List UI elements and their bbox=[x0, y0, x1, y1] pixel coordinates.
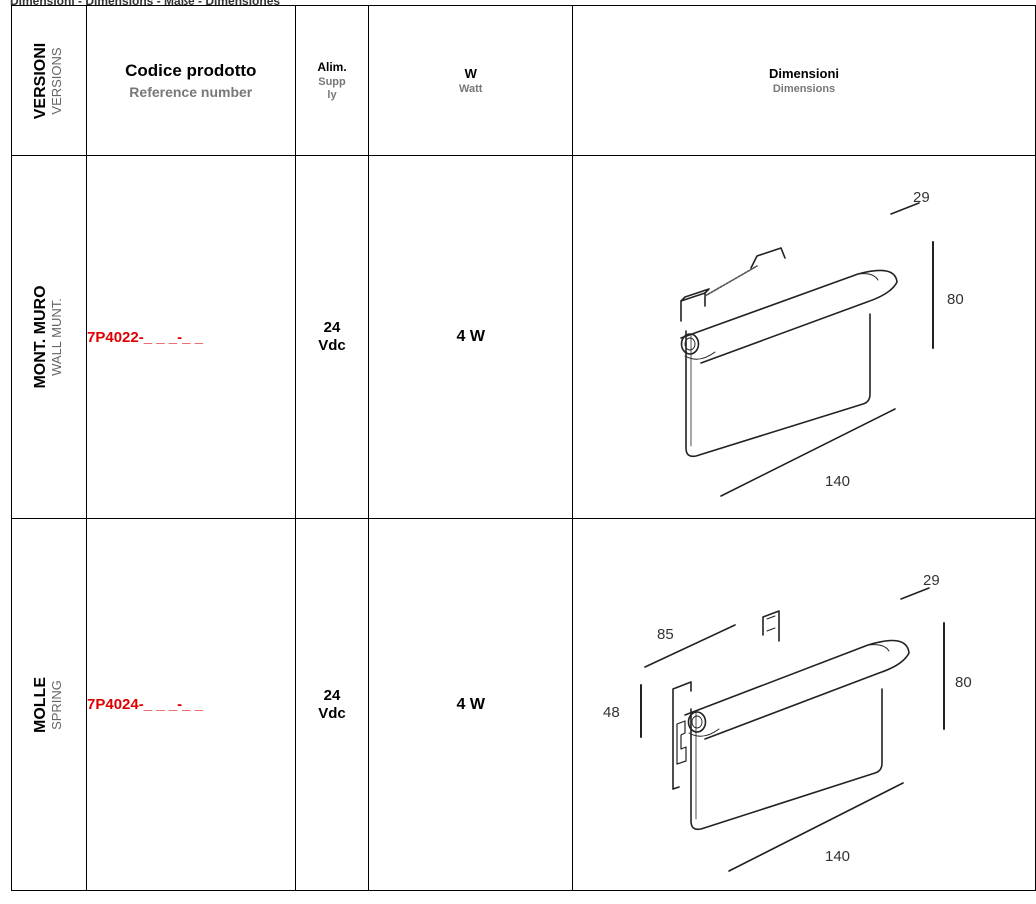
header-watt-en: Watt bbox=[459, 83, 483, 95]
dim-length: 140 bbox=[825, 473, 850, 490]
header-watt-it: W bbox=[464, 66, 477, 81]
dim-depth: 29 bbox=[923, 572, 940, 589]
header-dimensions-en: Dimensions bbox=[772, 83, 836, 95]
product-code: 7P4022-_ _ _-_ _ bbox=[86, 155, 296, 519]
version-en: SPRING bbox=[49, 679, 64, 730]
dim-length: 140 bbox=[825, 848, 850, 865]
header-supply-en: Supply bbox=[318, 75, 346, 101]
header-code-it: Codice prodotto bbox=[125, 61, 257, 80]
version-en: WALL MUNT. bbox=[49, 298, 64, 376]
table-row: MOLLE SPRING 7P4024-_ _ _-_ _ 24 Vdc 4 W bbox=[11, 518, 1036, 891]
dim-depth: 29 bbox=[913, 189, 930, 206]
version-cell: MOLLE SPRING bbox=[11, 518, 87, 891]
dimensions-cell: 29 80 85 48 140 bbox=[571, 518, 1036, 891]
version-cell: MONT. MURO WALL MUNT. bbox=[11, 155, 87, 519]
dimensions-cell: 29 80 140 bbox=[571, 155, 1036, 519]
dim-spring-height: 48 bbox=[603, 704, 620, 721]
header-watt-cell: W Watt bbox=[368, 5, 573, 156]
table-row: MONT. MURO WALL MUNT. 7P4022-_ _ _-_ _ 2… bbox=[11, 155, 1036, 519]
version-it: MOLLE bbox=[32, 676, 49, 733]
header-code-en: Reference number bbox=[129, 84, 253, 100]
product-code: 7P4024-_ _ _-_ _ bbox=[86, 518, 296, 891]
dim-spring-width: 85 bbox=[657, 626, 674, 643]
top-heading: Dimensioni - Dimensions - Maße - Dimensi… bbox=[10, 0, 281, 8]
header-versions-en: VERSIONS bbox=[49, 46, 64, 115]
version-it: MONT. MURO bbox=[32, 285, 49, 389]
dim-height: 80 bbox=[947, 291, 964, 308]
supply-unit: Vdc bbox=[318, 704, 346, 722]
spring-drawing: 29 80 85 48 140 bbox=[603, 572, 972, 872]
supply-value: 24 bbox=[323, 319, 341, 336]
spec-table: VERSIONI VERSIONS Codice prodotto Refere… bbox=[11, 5, 1036, 891]
header-supply-it: Alim. bbox=[317, 59, 347, 74]
watt-value: 4 W bbox=[368, 518, 573, 891]
supply-unit: Vdc bbox=[318, 337, 346, 354]
header-versions-it: VERSIONI bbox=[32, 42, 49, 119]
dim-height: 80 bbox=[955, 674, 972, 691]
supply-cell: 24 Vdc bbox=[294, 518, 370, 891]
header-dimensions-cell: Dimensioni Dimensions bbox=[571, 5, 1036, 156]
header-supply-cell: Alim. Supply bbox=[294, 5, 370, 156]
header-dimensions-it: Dimensioni bbox=[768, 66, 840, 81]
supply-cell: 24 Vdc bbox=[294, 155, 370, 519]
wall-mount-drawing: 29 80 140 bbox=[680, 189, 964, 497]
table-header-row: VERSIONI VERSIONS Codice prodotto Refere… bbox=[11, 5, 1036, 156]
header-code-cell: Codice prodotto Reference number bbox=[86, 5, 296, 156]
supply-value: 24 bbox=[323, 686, 341, 704]
watt-value: 4 W bbox=[368, 155, 573, 519]
header-versions-cell: VERSIONI VERSIONS bbox=[11, 5, 87, 156]
